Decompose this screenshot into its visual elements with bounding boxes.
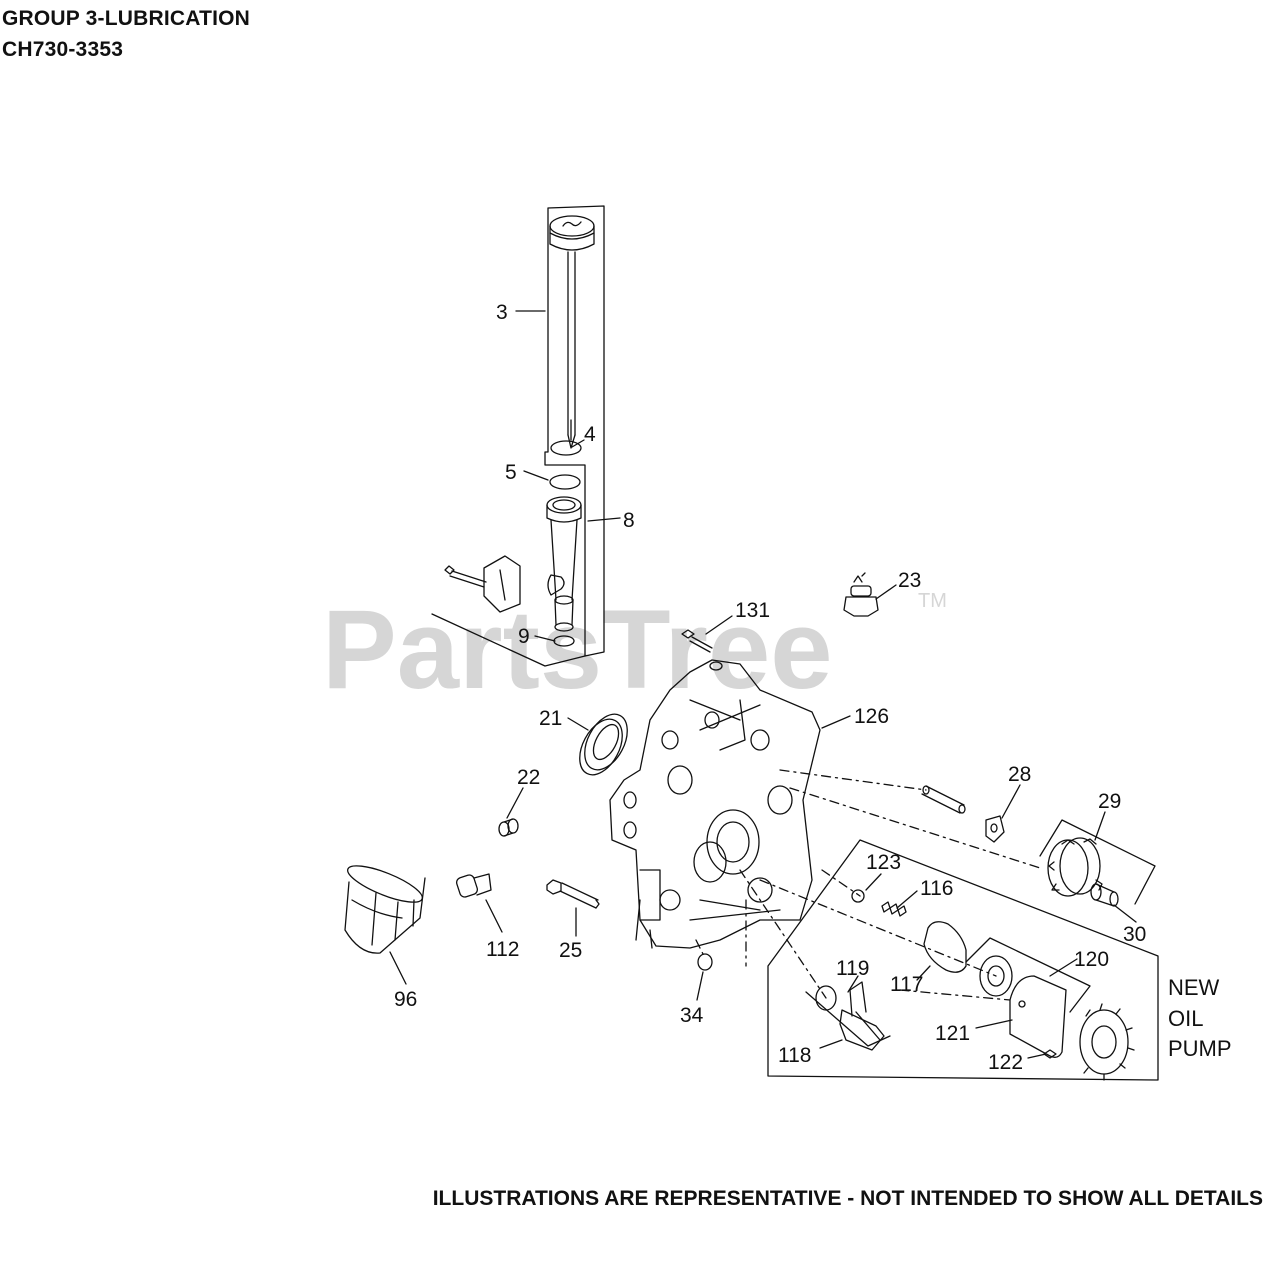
watermark-text: PartsTree xyxy=(322,587,833,712)
note-line-3: PUMP xyxy=(1168,1036,1232,1061)
callout-131[interactable]: 131 xyxy=(735,599,770,622)
bolt-part xyxy=(546,879,600,909)
watermark-trademark: TM xyxy=(918,590,947,612)
ball-part xyxy=(851,889,865,903)
watermark: PartsTree TM xyxy=(322,587,947,712)
tube-group-outline xyxy=(431,613,586,667)
callout-122[interactable]: 122 xyxy=(988,1051,1023,1074)
o-ring-part xyxy=(549,474,581,490)
bolt-part xyxy=(681,629,713,653)
callout-labels: 3 4 5 8 9 21 22 23 25 28 29 30 34 96 112… xyxy=(394,301,1146,1074)
callout-9[interactable]: 9 xyxy=(518,625,530,648)
o-ring-part xyxy=(815,985,837,1011)
callout-119[interactable]: 119 xyxy=(836,957,869,980)
dipstick-part xyxy=(549,215,595,449)
governor-gear-part xyxy=(1047,837,1103,897)
callout-21[interactable]: 21 xyxy=(539,707,562,730)
note-line-2: OIL xyxy=(1168,1006,1203,1031)
o-ring-part xyxy=(550,440,582,456)
callout-34[interactable]: 34 xyxy=(680,1004,704,1027)
gear-group-outline xyxy=(1039,819,1156,905)
callout-28[interactable]: 28 xyxy=(1008,763,1031,786)
callout-22[interactable]: 22 xyxy=(517,766,540,789)
callout-96[interactable]: 96 xyxy=(394,988,417,1011)
callout-120[interactable]: 120 xyxy=(1074,948,1109,971)
leader-lines xyxy=(389,310,1137,1059)
tube-bracket-part xyxy=(444,555,521,613)
callout-126[interactable]: 126 xyxy=(854,705,889,728)
oil-filter-part xyxy=(344,865,426,954)
gear-shaft-part xyxy=(1090,883,1119,907)
callout-8[interactable]: 8 xyxy=(623,509,635,532)
dipstick-tube-part xyxy=(546,496,582,632)
oil-pressure-switch-part xyxy=(843,572,879,617)
disclaimer-footer: ILLUSTRATIONS ARE REPRESENTATIVE - NOT I… xyxy=(432,1187,1263,1210)
pump-gear-part xyxy=(1079,1003,1135,1081)
dipstick-group-outline xyxy=(544,205,605,657)
callout-112[interactable]: 112 xyxy=(486,938,519,961)
sleeve-part xyxy=(498,818,519,837)
callout-4[interactable]: 4 xyxy=(584,423,596,446)
oil-seal-part xyxy=(579,713,628,776)
closure-plate-part xyxy=(609,659,821,949)
callout-29[interactable]: 29 xyxy=(1098,790,1121,813)
screw-part xyxy=(1043,1049,1057,1059)
screw-hole xyxy=(1018,1000,1026,1008)
alignment-lines xyxy=(695,769,1041,1001)
callout-121[interactable]: 121 xyxy=(935,1022,970,1045)
pump-cover-part xyxy=(1009,975,1067,1058)
pump-rotor-part xyxy=(979,955,1013,997)
washer-part xyxy=(697,953,713,971)
washer-part xyxy=(985,815,1005,843)
adapter-fitting-part xyxy=(456,873,492,898)
callout-117[interactable]: 117 xyxy=(890,973,923,996)
spring-part xyxy=(881,901,907,917)
callout-23[interactable]: 23 xyxy=(898,569,921,592)
pump-gasket-part xyxy=(923,921,967,973)
callout-123[interactable]: 123 xyxy=(866,851,901,874)
model-number: CH730-3353 xyxy=(2,38,124,61)
locating-pin-part xyxy=(921,785,966,814)
note-line-1: NEW xyxy=(1168,975,1220,1000)
callout-5[interactable]: 5 xyxy=(505,461,517,484)
rotor-group-outline xyxy=(965,937,1091,1013)
new-oil-pump-note: NEW OIL PUMP xyxy=(1168,975,1232,1061)
oil-pump-group-outline xyxy=(767,839,1159,1081)
callout-118[interactable]: 118 xyxy=(778,1044,811,1067)
callout-30[interactable]: 30 xyxy=(1123,923,1146,946)
callout-25[interactable]: 25 xyxy=(559,939,582,962)
callout-116[interactable]: 116 xyxy=(920,877,953,900)
callout-3[interactable]: 3 xyxy=(496,301,508,324)
group-title: GROUP 3-LUBRICATION xyxy=(2,7,251,30)
oil-pickup-part xyxy=(839,981,885,1051)
